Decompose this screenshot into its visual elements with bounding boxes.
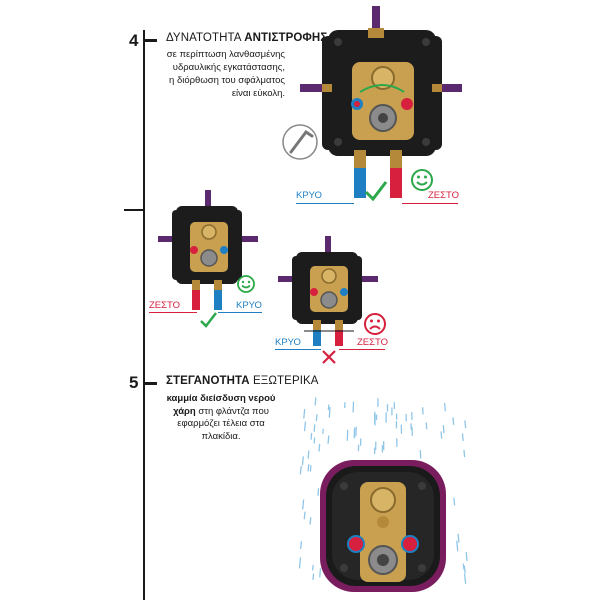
step-4-number: 4 — [129, 31, 139, 50]
middle-right-hot-underline — [339, 349, 385, 350]
middle-left-cold-underline — [218, 312, 262, 313]
check-mark-icon — [364, 181, 388, 202]
timeline-line — [143, 30, 145, 600]
middle-right-cold-label: ΚΡΥΟ — [275, 337, 301, 348]
happy-face-icon — [411, 169, 433, 191]
top-cold-label: ΚΡΥΟ — [296, 190, 322, 201]
step-4-dash — [143, 39, 157, 42]
step-4-title: ΔΥΝΑΤΟΤΗΤΑ ΑΝΤΙΣΤΡΟΦΗΣ — [166, 32, 328, 44]
step-5-title: ΣΤΕΓΑΝΟΤΗΤΑ ΕΞΩΤΕΡΙΚΑ — [166, 375, 319, 387]
top-hot-label: ΖΕΣΤΟ — [428, 190, 460, 201]
sad-face-icon — [364, 313, 386, 335]
middle-left-hot-underline — [149, 312, 197, 313]
allen-key-icon — [282, 124, 318, 160]
middle-right-cold-underline — [275, 349, 321, 350]
top-cold-underline — [296, 203, 354, 204]
happy-face-icon — [237, 275, 255, 293]
step-5-dash — [143, 382, 157, 385]
middle-left-hot-label: ΖΕΣΤΟ — [149, 300, 181, 311]
timeline-tick — [124, 209, 144, 211]
middle-right-hot-label: ΖΕΣΤΟ — [357, 337, 389, 348]
top-hot-underline — [402, 203, 458, 204]
step-5-number: 5 — [129, 373, 139, 392]
cross-mark-icon — [322, 350, 336, 364]
step-5-description: καμμία διείσδυση νερού χάρη στη φλάντζα … — [166, 393, 276, 442]
middle-left-cold-label: ΚΡΥΟ — [236, 300, 262, 311]
check-mark-icon — [200, 312, 217, 328]
step-4-description: σε περίπτωση λανθασμένης υδραυλικής εγκα… — [166, 49, 285, 99]
